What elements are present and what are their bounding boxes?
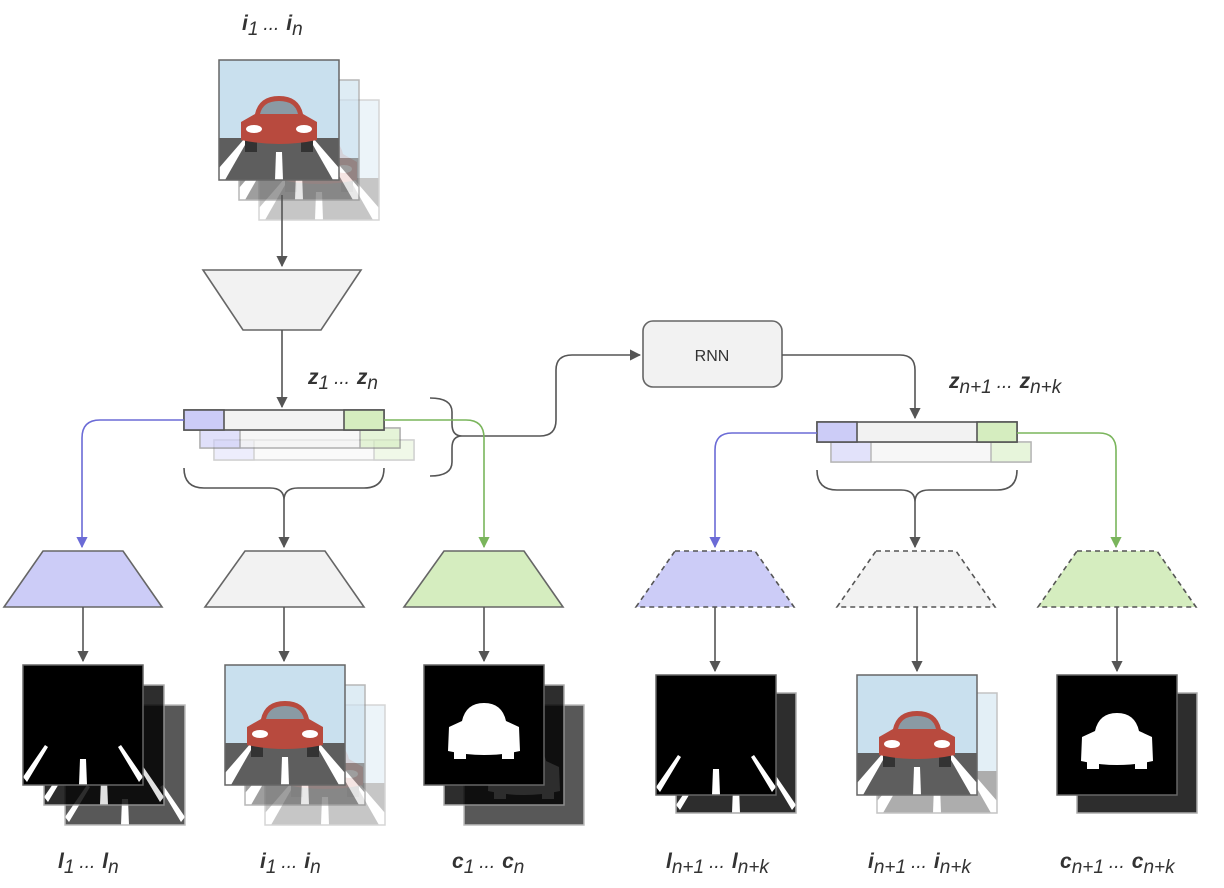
arrow-future-car-branch — [1017, 432, 1122, 549]
label-latent-z: z1...zn — [307, 366, 378, 394]
lane-decoder-trapezoid — [2, 550, 164, 608]
label-future-car-outputs: cn+1...cn+k — [1060, 850, 1176, 878]
encoder-trapezoid — [201, 269, 363, 331]
label-future-image-outputs: in+1...in+k — [868, 850, 972, 878]
future-lane-decoder-trapezoid — [634, 550, 796, 608]
car-decoder-trapezoid — [402, 550, 565, 608]
car-output-stack — [423, 664, 585, 826]
label-car-outputs: c1...cn — [452, 850, 524, 878]
latent-right-brace — [429, 397, 463, 477]
rnn-box: RNN — [642, 320, 783, 388]
label-future-lane-outputs: ln+1...ln+k — [666, 850, 770, 878]
label-lane-outputs: l1...ln — [58, 850, 119, 878]
latent-vector-stack — [183, 409, 415, 461]
future-image-output-stack — [856, 674, 998, 814]
future-latent-vector-stack — [816, 421, 1032, 463]
latent-bottom-brace — [183, 467, 385, 501]
future-image-decoder-trapezoid — [835, 550, 997, 608]
arrow-future-lane-branch — [709, 432, 817, 549]
image-decoder-trapezoid — [203, 550, 366, 608]
arrow-rnn-to-future-latent — [782, 354, 921, 420]
lane-output-stack — [22, 664, 186, 826]
future-car-output-stack — [1056, 674, 1198, 814]
arrow-latent-to-rnn — [462, 349, 642, 437]
future-latent-bottom-brace — [816, 469, 1018, 503]
label-future-latent-z: zn+1...zn+k — [948, 370, 1063, 398]
image-output-stack — [224, 664, 386, 826]
arrow-lane-branch — [76, 419, 184, 549]
label-input-frames: i1...in — [242, 12, 303, 40]
rnn-label: RNN — [695, 348, 730, 365]
future-car-decoder-trapezoid — [1036, 550, 1198, 608]
arrow-car-branch — [384, 419, 490, 549]
future-lane-output-stack — [655, 674, 797, 814]
input-frame-stack — [218, 59, 380, 221]
label-image-outputs: i1...in — [260, 850, 321, 878]
